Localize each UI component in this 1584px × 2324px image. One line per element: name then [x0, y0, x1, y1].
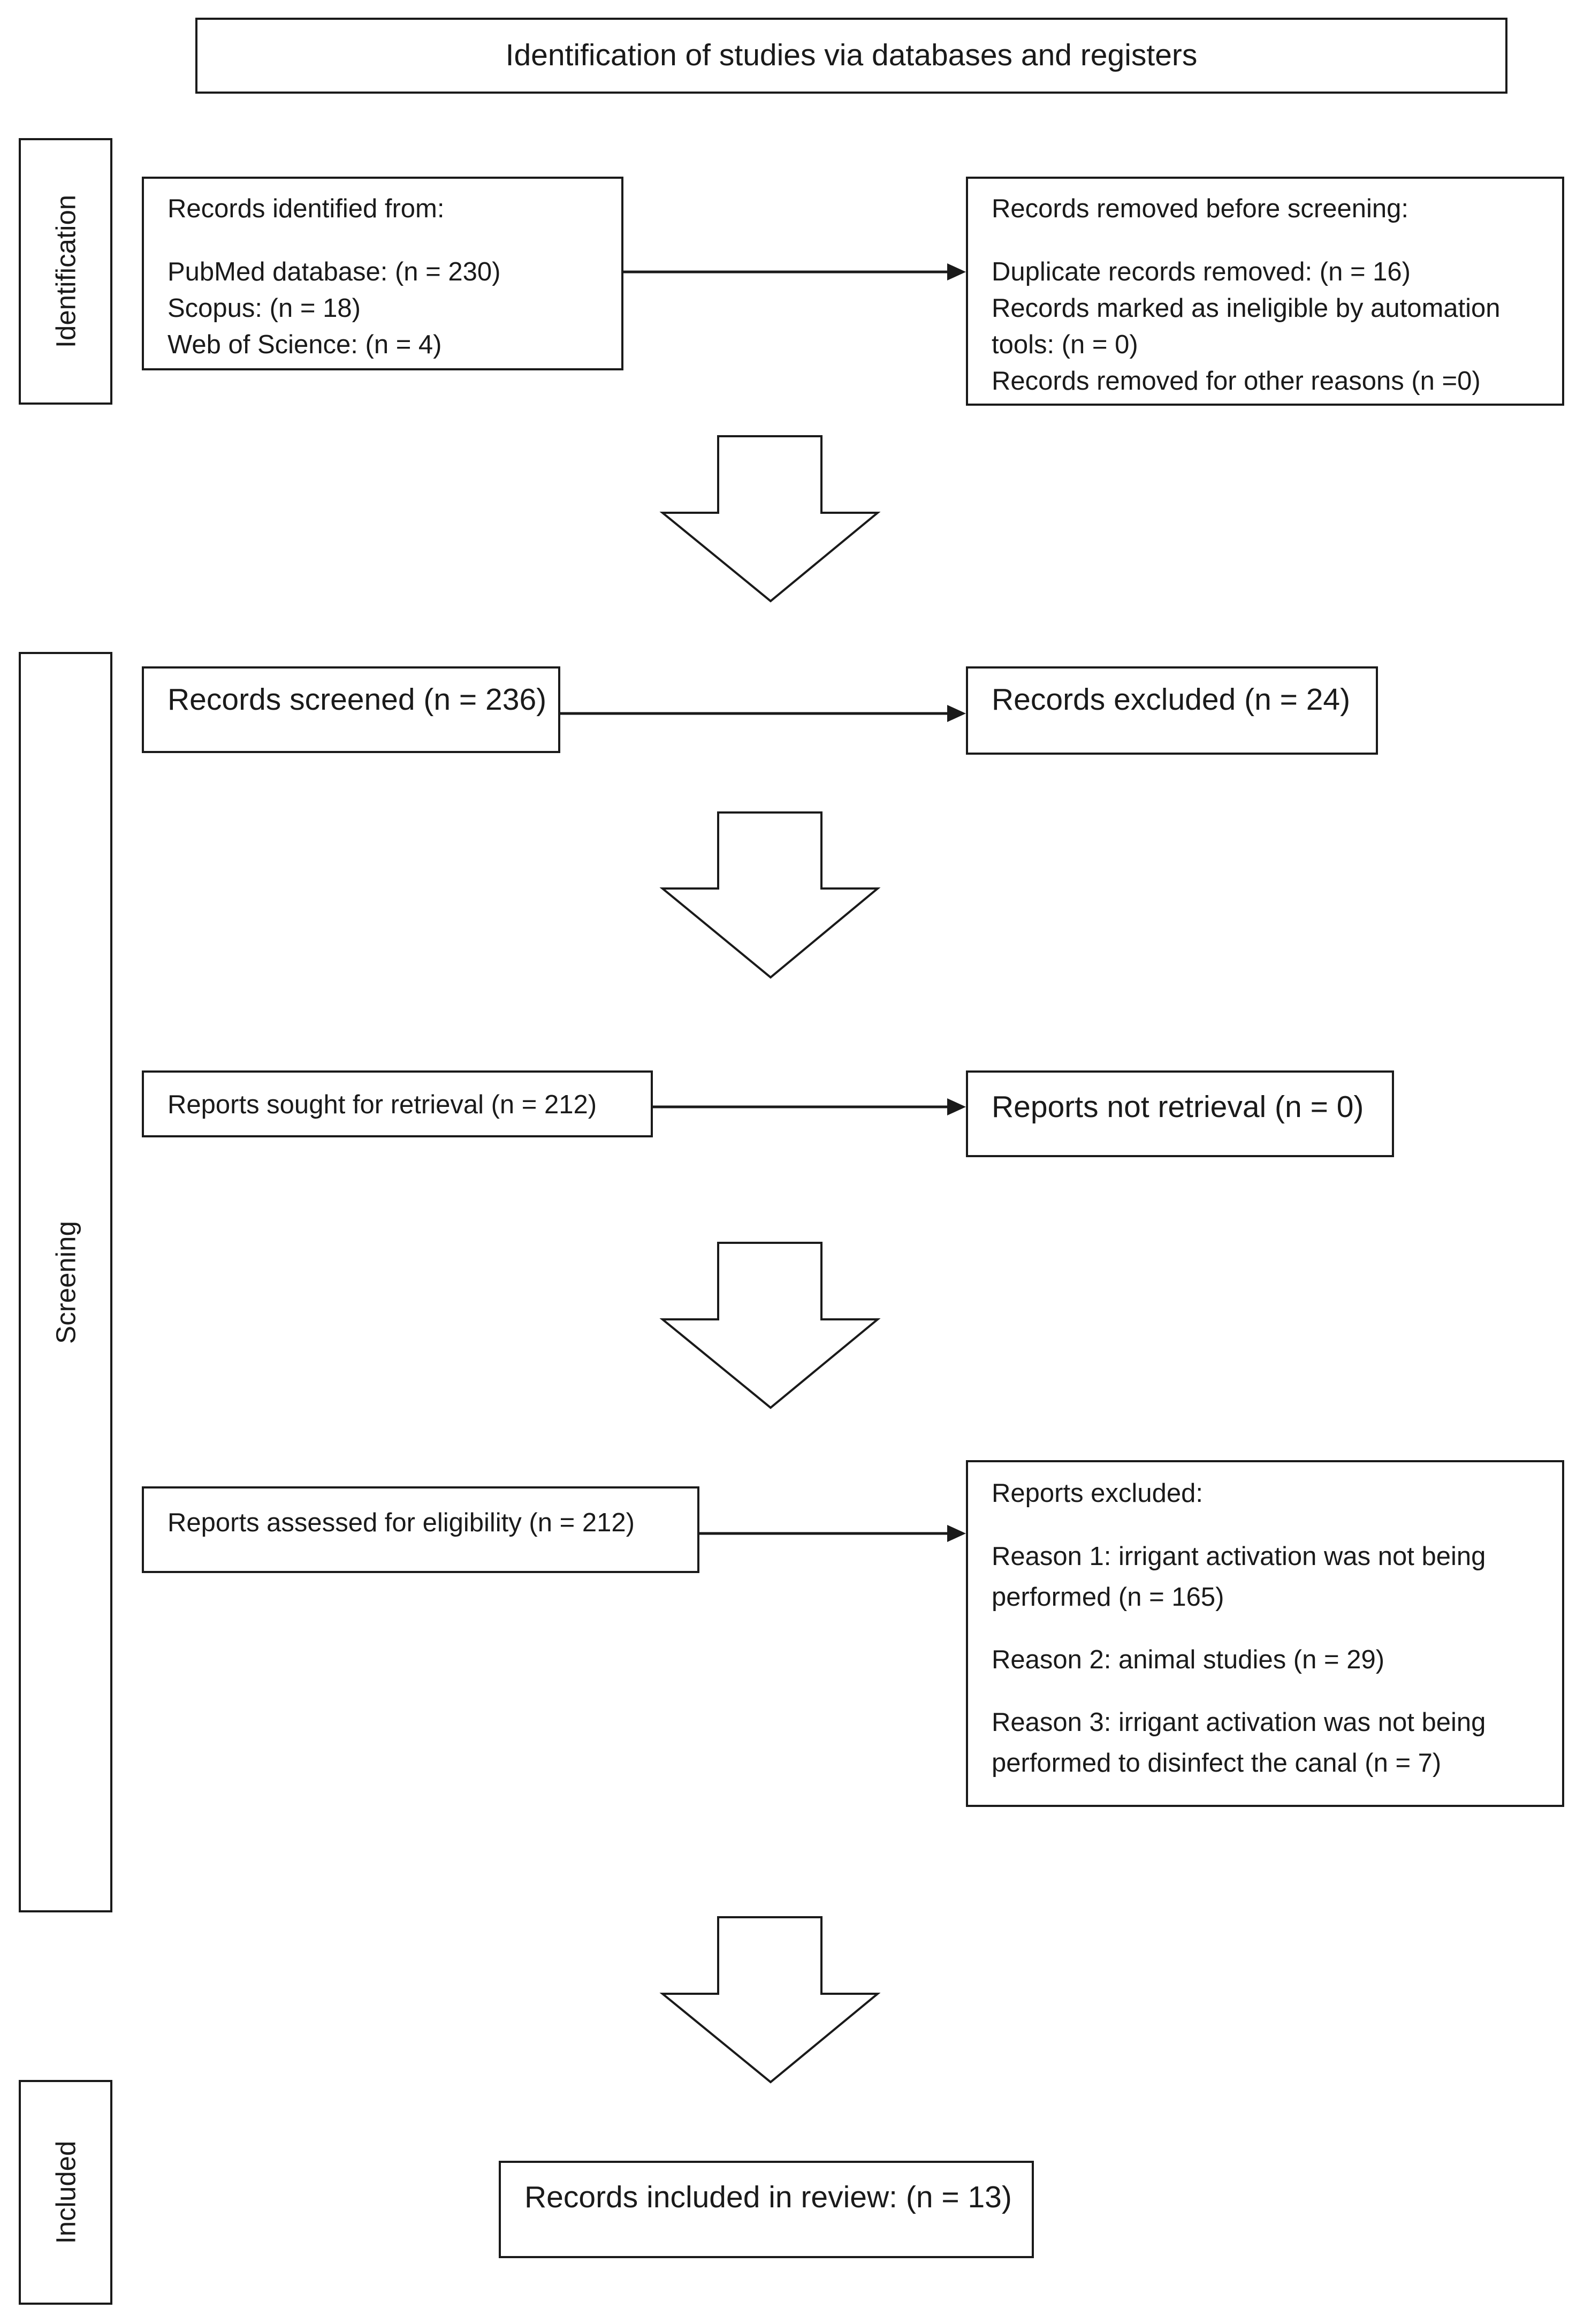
- reports-assessed-label: Reports assessed for eligibility (n = 21…: [167, 1508, 635, 1537]
- header-box: Identification of studies via databases …: [195, 18, 1507, 94]
- arrowhead-icon: [947, 1098, 966, 1115]
- records-included-label: Records included in review: (n = 13): [524, 2180, 1012, 2214]
- arrowhead-icon: [947, 1525, 966, 1542]
- records-identified-line: Scopus: (n = 18): [167, 294, 361, 323]
- reports-excluded-box: Reports excluded: Reason 1: irrigant act…: [966, 1460, 1564, 1807]
- header-title: Identification of studies via databases …: [505, 38, 1198, 72]
- records-removed-line: Records removed for other reasons (n =0): [992, 367, 1481, 396]
- phase-identification: Identification: [19, 138, 112, 405]
- records-excluded-box: Records excluded (n = 24): [966, 666, 1378, 755]
- records-identified-line: PubMed database: (n = 230): [167, 257, 501, 286]
- records-removed-line: Records marked as ineligible by automati…: [992, 294, 1501, 323]
- records-screened-label: Records screened (n = 236): [167, 682, 547, 717]
- records-identified-heading: Records identified from:: [167, 194, 445, 223]
- reports-excluded-reason1: Reason 1: irrigant activation was not be…: [992, 1542, 1486, 1571]
- reports-excluded-heading: Reports excluded:: [992, 1479, 1203, 1508]
- phase-screening: Screening: [19, 652, 112, 1912]
- records-screened-box: Records screened (n = 236): [142, 666, 560, 753]
- reports-excluded-reason2: Reason 2: animal studies (n = 29): [992, 1645, 1385, 1674]
- records-excluded-label: Records excluded (n = 24): [992, 682, 1351, 717]
- down-arrow-icon: [659, 1242, 881, 1409]
- reports-sought-label: Reports sought for retrieval (n = 212): [167, 1090, 597, 1119]
- arrowhead-icon: [947, 705, 966, 722]
- reports-excluded-reason3: Reason 3: irrigant activation was not be…: [992, 1708, 1486, 1737]
- records-removed-line: Duplicate records removed: (n = 16): [992, 257, 1411, 286]
- down-arrow-icon: [659, 1916, 881, 2084]
- records-identified-box: Records identified from: PubMed database…: [142, 177, 623, 370]
- arrowhead-icon: [947, 263, 966, 280]
- reports-excluded-reason1: performed (n = 165): [992, 1583, 1224, 1612]
- reports-sought-box: Reports sought for retrieval (n = 212): [142, 1070, 653, 1137]
- down-arrow-icon: [659, 811, 881, 979]
- down-arrow-icon: [659, 435, 881, 603]
- records-removed-line: tools: (n = 0): [992, 330, 1138, 359]
- phase-included: Included: [19, 2080, 112, 2305]
- reports-not-retrieved-label: Reports not retrieval (n = 0): [992, 1090, 1364, 1124]
- reports-assessed-box: Reports assessed for eligibility (n = 21…: [142, 1486, 699, 1573]
- records-included-box: Records included in review: (n = 13): [499, 2161, 1034, 2258]
- reports-not-retrieved-box: Reports not retrieval (n = 0): [966, 1070, 1394, 1157]
- records-removed-box: Records removed before screening: Duplic…: [966, 177, 1564, 406]
- reports-excluded-reason3: performed to disinfect the canal (n = 7): [992, 1749, 1442, 1778]
- records-identified-line: Web of Science: (n = 4): [167, 330, 442, 359]
- records-removed-heading: Records removed before screening:: [992, 194, 1408, 223]
